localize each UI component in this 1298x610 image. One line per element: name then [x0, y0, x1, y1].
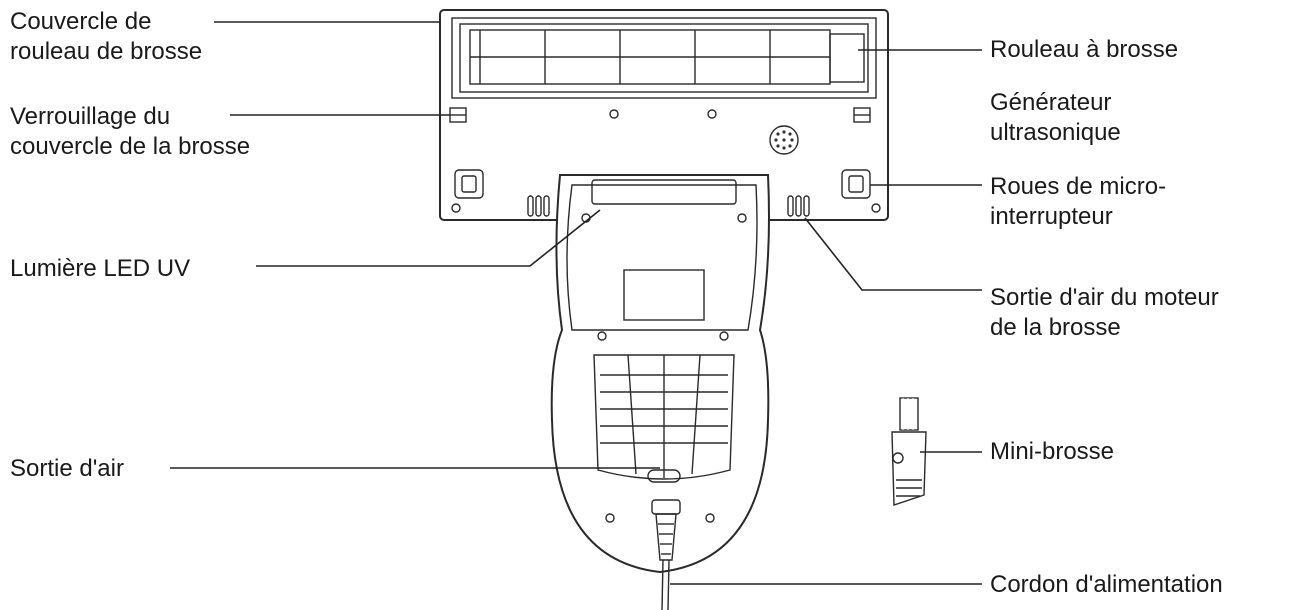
brush-motor-vents — [527, 195, 810, 217]
uv-led-window — [591, 179, 737, 205]
mini-brush — [891, 397, 927, 506]
brush-head — [439, 9, 889, 221]
label-power-cord: Cordon d'alimentation — [990, 571, 1223, 598]
ultrasonic-generator — [769, 125, 799, 155]
air-outlet-slot — [647, 469, 681, 483]
label-mini-brush: Mini-brosse — [990, 438, 1115, 465]
power-cord — [651, 499, 681, 610]
label-brush-motor-air-outlet: Sortie d'air du moteur de la brosse — [990, 284, 1219, 341]
label-air-outlet: Sortie d'air — [10, 455, 124, 482]
label-micro-switch-wheels: Roues de micro- interrupteur — [990, 173, 1167, 230]
micro-switch-wheel — [454, 169, 871, 199]
brush-roll — [469, 29, 865, 85]
label-ultrasonic-generator: Générateur ultrasonique — [990, 89, 1121, 146]
leader-lines — [170, 21, 982, 585]
label-plate — [623, 269, 705, 321]
label-uv-led-light: Lumière LED UV — [10, 255, 191, 282]
label-brush-roll-cover: Couvercle de rouleau de brosse — [10, 8, 203, 65]
label-brush-roll: Rouleau à brosse — [990, 36, 1179, 63]
main-body — [550, 174, 770, 574]
head-screws — [451, 109, 881, 213]
label-brush-cover-lock: Verrouillage du couvercle de la brosse — [10, 103, 251, 160]
air-outlet-grille — [593, 354, 735, 483]
